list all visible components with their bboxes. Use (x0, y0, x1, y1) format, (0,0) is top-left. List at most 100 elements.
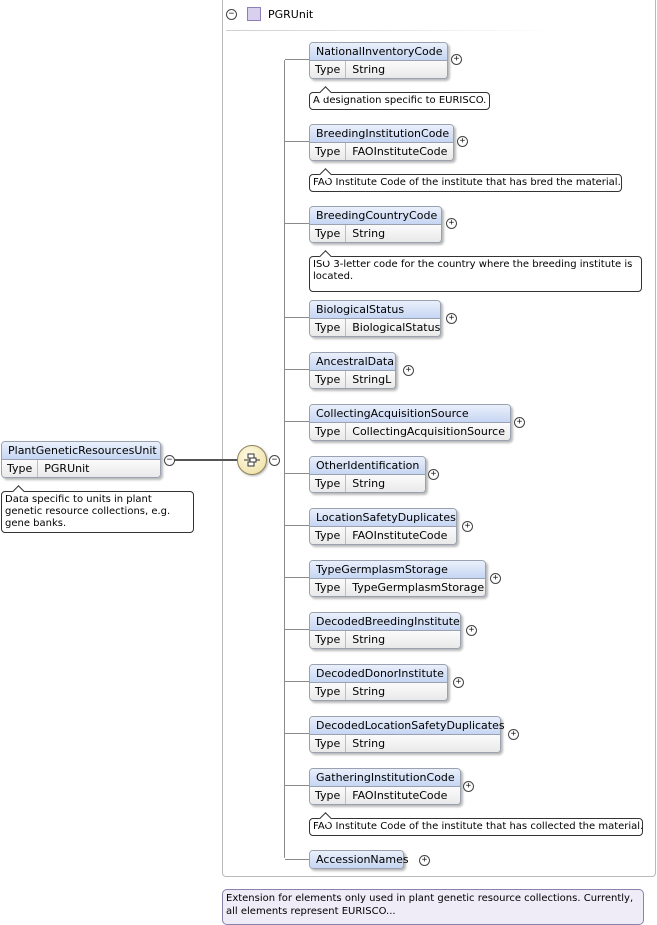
expand-toggle-breeding-country-code[interactable]: + (446, 218, 457, 229)
element-type-row: Type FAOInstituteCode (310, 787, 460, 804)
type-value: BiologicalStatus (352, 321, 441, 334)
branch-line-decoded-location-safety-duplicates (285, 733, 309, 734)
expand-toggle-biological-status[interactable]: + (446, 313, 457, 324)
element-name: AccessionNames (310, 851, 409, 868)
type-value: CollectingAcquisitionSource (352, 425, 505, 438)
expand-toggle-gathering-institution-code[interactable]: + (463, 781, 474, 792)
expand-toggle-accession-names[interactable]: + (419, 855, 430, 866)
element-name: AncestralData (310, 353, 395, 371)
sequence-collapse-toggle[interactable]: − (269, 455, 280, 466)
type-label: Type (310, 787, 347, 804)
type-value: FAOInstituteCode (352, 529, 448, 542)
type-value: String (352, 685, 386, 698)
branch-line-accession-names (285, 859, 309, 860)
root-element-type-row: Type PGRUnit (2, 460, 160, 477)
branch-line-gathering-institution-code (285, 785, 309, 786)
element-name: DecodedDonorInstitute (310, 665, 447, 683)
documentation-gathering-institution-code: FAO Institute Code of the institute that… (309, 818, 643, 836)
root-type-value: PGRUnit (44, 462, 90, 475)
branch-line-breeding-institution-code (285, 141, 309, 142)
element-name: GatheringInstitutionCode (310, 769, 460, 787)
type-value: StringL (352, 373, 392, 386)
type-value: String (352, 63, 386, 76)
branch-line-breeding-country-code (285, 223, 309, 224)
sequence-icon (244, 453, 260, 467)
complex-type-icon (247, 7, 261, 21)
branch-line-biological-status (285, 317, 309, 318)
type-label: Type (310, 735, 347, 752)
type-label: Type (310, 475, 347, 492)
branch-line-other-identification (285, 473, 309, 474)
element-type-row: Type FAOInstituteCode (310, 143, 453, 160)
type-label: Type (310, 319, 347, 336)
element-type-row: Type String (310, 683, 447, 700)
group-title: PGRUnit (268, 8, 314, 21)
element-type-row: Type BiologicalStatus (310, 319, 440, 336)
expand-toggle-breeding-institution-code[interactable]: + (457, 136, 468, 147)
root-type-label: Type (2, 460, 39, 477)
element-name: BreedingCountryCode (310, 207, 441, 225)
type-label: Type (310, 631, 347, 648)
element-type-row: Type StringL (310, 371, 395, 388)
documentation-breeding-institution-code: FAO Institute Code of the institute that… (309, 174, 622, 192)
expand-toggle-ancestral-data[interactable]: + (403, 365, 414, 376)
element-accession-names[interactable]: AccessionNames (309, 850, 409, 869)
type-value: String (352, 227, 386, 240)
element-name: BreedingInstitutionCode (310, 125, 453, 143)
expand-toggle-decoded-location-safety-duplicates[interactable]: + (508, 729, 519, 740)
root-collapse-toggle[interactable]: − (164, 455, 175, 466)
type-value: String (352, 633, 386, 646)
expand-toggle-collecting-acquisition-source[interactable]: + (514, 417, 525, 428)
type-value: FAOInstituteCode (352, 145, 448, 158)
type-label: Type (310, 683, 347, 700)
branch-line-type-germplasm-storage (285, 577, 309, 578)
expand-toggle-national-inventory-code[interactable]: + (451, 54, 462, 65)
element-name: BiologicalStatus (310, 301, 440, 319)
group-title-separator (226, 30, 556, 31)
expand-toggle-type-germplasm-storage[interactable]: + (490, 573, 501, 584)
element-name: OtherIdentification (310, 457, 425, 475)
branch-line-ancestral-data (285, 369, 309, 370)
type-label: Type (310, 143, 347, 160)
expand-toggle-other-identification[interactable]: + (428, 469, 439, 480)
type-value: FAOInstituteCode (352, 789, 448, 802)
group-collapse-toggle[interactable]: − (226, 9, 237, 20)
documentation-national-inventory-code: A designation specific to EURISCO. (309, 92, 490, 110)
element-type-row: Type String (310, 631, 460, 648)
expand-toggle-decoded-donor-institute[interactable]: + (453, 677, 464, 688)
type-label: Type (310, 225, 347, 242)
sequence-compositor[interactable] (237, 445, 267, 475)
branch-line-decoded-donor-institute (285, 681, 309, 682)
root-documentation: Data specific to units in plant genetic … (1, 491, 194, 533)
element-name: NationalInventoryCode (310, 43, 447, 61)
type-label: Type (310, 371, 347, 388)
type-label: Type (310, 527, 347, 544)
branch-line-collecting-acquisition-source (285, 421, 309, 422)
expand-toggle-decoded-breeding-institute[interactable]: + (466, 625, 477, 636)
type-value: TypeGermplasmStorage (352, 581, 485, 594)
branch-line-national-inventory-code (285, 59, 309, 60)
sequence-trunk-line (284, 60, 285, 858)
type-value: String (352, 737, 386, 750)
type-label: Type (310, 579, 347, 596)
root-connector (175, 459, 237, 461)
element-type-row: Type CollectingAcquisitionSource (310, 423, 510, 440)
type-label: Type (310, 423, 347, 440)
expand-toggle-location-safety-duplicates[interactable]: + (462, 521, 473, 532)
